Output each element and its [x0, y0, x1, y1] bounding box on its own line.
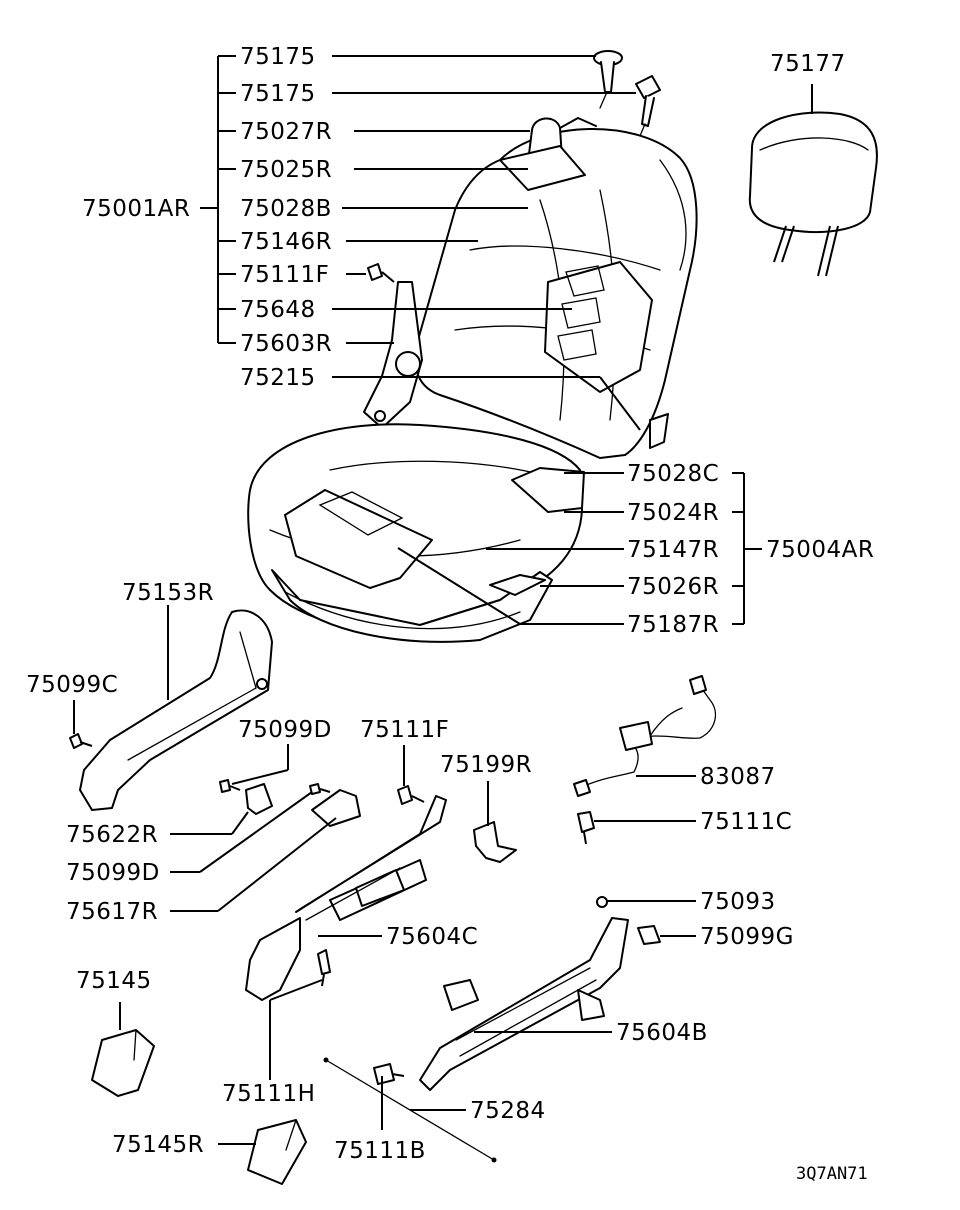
small-bracket-drawings: [219, 779, 361, 827]
label-75111F-top: 75111F: [240, 262, 329, 288]
label-75284: 75284: [470, 1098, 546, 1124]
adjuster-rail-left-drawing: [245, 795, 447, 1001]
label-75111H: 75111H: [222, 1081, 315, 1107]
mid-bolt-and-bracket-drawings: [397, 785, 517, 863]
label-75175-a: 75175: [240, 44, 316, 70]
side-cover-drawing: [69, 609, 273, 811]
label-75145: 75145: [76, 968, 152, 994]
label-75004AR: 75004AR: [766, 537, 874, 563]
label-75177: 75177: [770, 51, 846, 77]
label-75146R: 75146R: [240, 229, 332, 255]
label-75617R: 75617R: [66, 899, 158, 925]
label-75026R: 75026R: [627, 574, 719, 600]
part-labels: 75175 75175 75027R 75025R 75001AR 75028B…: [26, 44, 874, 1184]
label-75603R: 75603R: [240, 331, 332, 357]
label-75604C: 75604C: [386, 924, 478, 950]
headrest-guide-drawings: [593, 50, 661, 137]
label-75099C: 75099C: [26, 672, 118, 698]
label-75215: 75215: [240, 365, 316, 391]
seat-cushion-drawing: [247, 423, 585, 643]
label-75111C: 75111C: [700, 809, 792, 835]
label-75622R: 75622R: [66, 822, 158, 848]
label-75604B: 75604B: [616, 1020, 708, 1046]
label-75027R: 75027R: [240, 119, 332, 145]
label-75187R: 75187R: [627, 612, 719, 638]
label-75153R: 75153R: [122, 580, 214, 606]
label-83087: 83087: [700, 764, 776, 790]
label-75025R: 75025R: [240, 157, 332, 183]
label-75099D-b: 75099D: [66, 860, 160, 886]
leader-lines: [73, 55, 813, 1145]
label-75001AR: 75001AR: [82, 196, 190, 222]
label-75028C: 75028C: [627, 461, 719, 487]
label-75199R: 75199R: [440, 752, 532, 778]
label-75099G: 75099G: [700, 924, 794, 950]
label-75093: 75093: [700, 889, 776, 915]
label-75147R: 75147R: [627, 537, 719, 563]
headrest-drawing: [748, 111, 878, 277]
label-75028B: 75028B: [240, 196, 332, 222]
adjuster-rail-right-drawing: [373, 896, 661, 1091]
label-75145R: 75145R: [112, 1132, 204, 1158]
wire-harness-drawing: [573, 675, 717, 845]
label-75099D-a: 75099D: [238, 717, 332, 743]
label-75111B: 75111B: [334, 1138, 426, 1164]
rail-cover-drawings: [91, 1029, 307, 1185]
label-75648: 75648: [240, 297, 316, 323]
label-75111F-mid: 75111F: [360, 717, 449, 743]
label-75175-b: 75175: [240, 81, 316, 107]
diagram-code: 3Q7AN71: [796, 1164, 868, 1184]
label-75024R: 75024R: [627, 500, 719, 526]
